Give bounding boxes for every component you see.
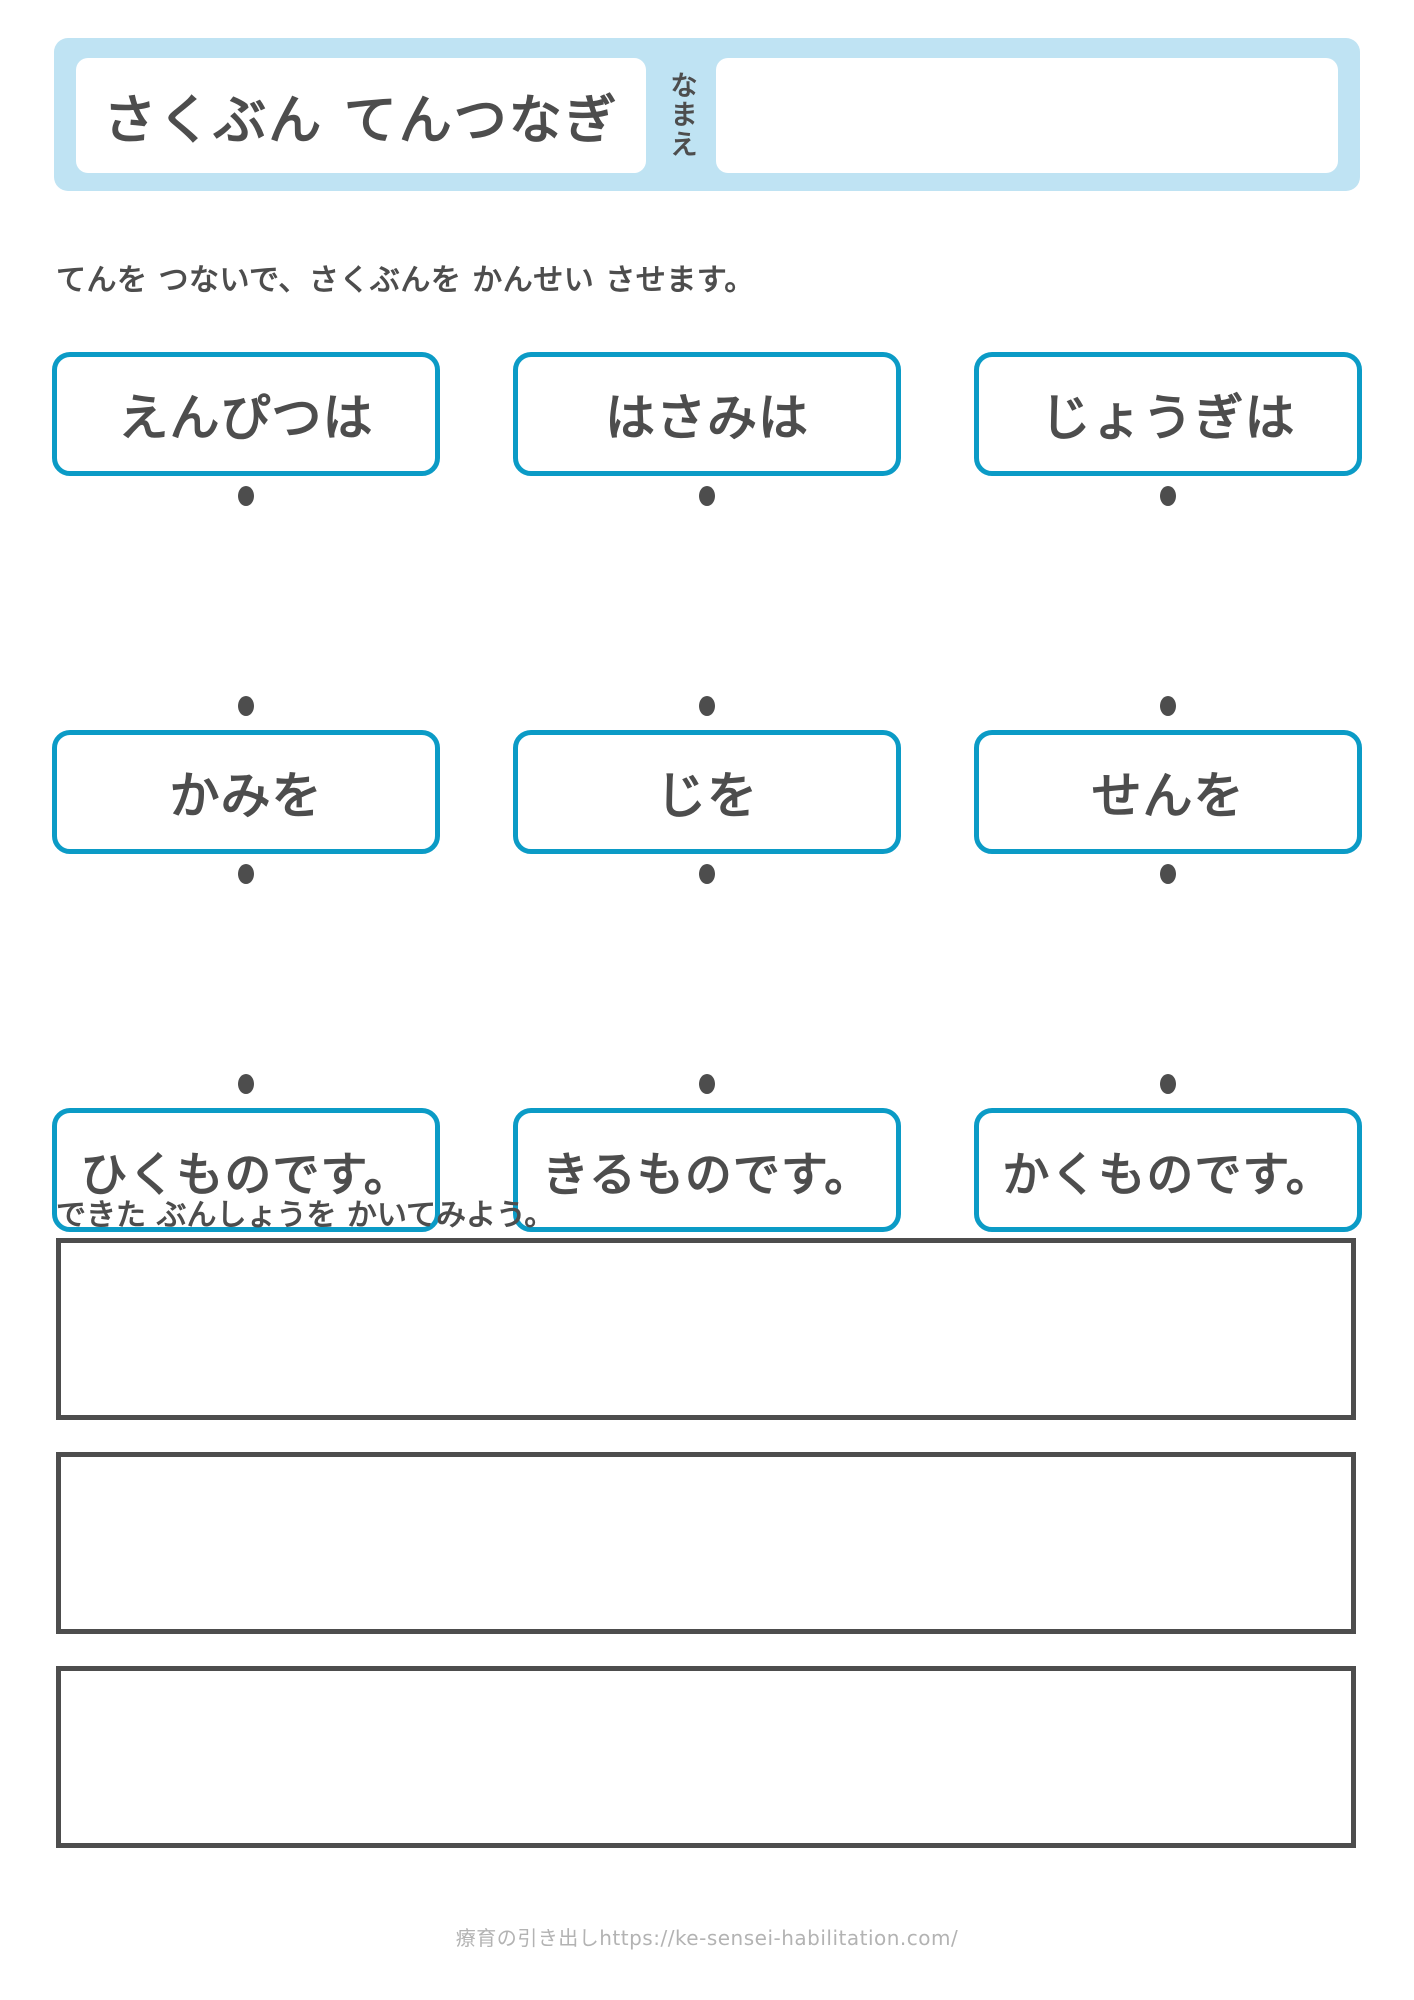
connector-dot[interactable] [1160, 1074, 1176, 1094]
grid-cell: じを [513, 696, 901, 884]
title-box: さくぶん てんつなぎ [76, 58, 646, 173]
write-section-label: できた ぶんしょうを かいてみよう。 [56, 1198, 555, 1233]
connector-dot[interactable] [699, 1074, 715, 1094]
grid-cell: かくものです。 [974, 1074, 1362, 1232]
connect-grid: えんぴつは はさみは じょうぎは かみを [0, 352, 1414, 1232]
name-input[interactable] [716, 58, 1338, 173]
connector-dot[interactable] [238, 1074, 254, 1094]
sentence-input-1[interactable] [56, 1238, 1356, 1420]
footer: 療育の引き出しhttps://ke-sensei-habilitation.co… [0, 1922, 1414, 1951]
grid-row-1: えんぴつは はさみは じょうぎは [52, 352, 1362, 506]
word-label: じを [656, 767, 758, 825]
instruction-text: てんを つないで、さくぶんを かんせい させます。 [56, 263, 755, 298]
connector-dot[interactable] [1160, 864, 1176, 884]
word-label: えんぴつは [118, 389, 374, 447]
word-box-predicate-2[interactable]: きるものです。 [513, 1108, 901, 1232]
row-spacer [0, 476, 1414, 730]
page-title: さくぶん てんつなぎ [103, 89, 619, 151]
name-label: な ま え [662, 60, 706, 172]
word-box-predicate-3[interactable]: かくものです。 [974, 1108, 1362, 1232]
word-label: せんを [1091, 767, 1245, 825]
connector-dot[interactable] [238, 486, 254, 506]
word-box-object-2[interactable]: じを [513, 730, 901, 854]
word-label: かみを [169, 767, 323, 825]
name-input-value [716, 58, 1338, 118]
grid-cell: じょうぎは [974, 352, 1362, 506]
connector-dot[interactable] [238, 864, 254, 884]
name-label-char-1: な [670, 71, 698, 103]
name-label-char-2: ま [670, 100, 698, 132]
grid-cell: はさみは [513, 352, 901, 506]
grid-cell: せんを [974, 696, 1362, 884]
sentence-value-2 [61, 1457, 1351, 1497]
grid-cell: かみを [52, 696, 440, 884]
name-label-char-3: え [670, 129, 698, 161]
sentence-input-3[interactable] [56, 1666, 1356, 1848]
connector-dot[interactable] [699, 486, 715, 506]
grid-row-3: ひくものです。 きるものです。 かくものです。 [52, 1074, 1362, 1232]
row-spacer [0, 854, 1414, 1108]
word-label: ひくものです。 [80, 1147, 412, 1203]
grid-cell: えんぴつは [52, 352, 440, 506]
word-label: かくものです。 [1002, 1147, 1334, 1203]
footer-credit: 療育の引き出し [455, 1926, 600, 1950]
word-box-object-1[interactable]: かみを [52, 730, 440, 854]
connector-dot[interactable] [699, 864, 715, 884]
footer-url[interactable]: https://ke-sensei-habilitation.com/ [599, 1926, 959, 1950]
connector-dot[interactable] [1160, 696, 1176, 716]
word-label: はさみは [605, 389, 809, 447]
header-band: さくぶん てんつなぎ な ま え [54, 38, 1360, 191]
grid-cell: ひくものです。 [52, 1074, 440, 1232]
sentence-value-3 [61, 1671, 1351, 1711]
sentence-value-1 [61, 1243, 1351, 1283]
word-label: きるものです。 [541, 1147, 873, 1203]
connector-dot[interactable] [1160, 486, 1176, 506]
word-box-subject-2[interactable]: はさみは [513, 352, 901, 476]
grid-cell: きるものです。 [513, 1074, 901, 1232]
connector-dot[interactable] [238, 696, 254, 716]
word-box-subject-1[interactable]: えんぴつは [52, 352, 440, 476]
word-label: じょうぎは [1040, 389, 1296, 447]
sentence-input-2[interactable] [56, 1452, 1356, 1634]
word-box-predicate-1[interactable]: ひくものです。 [52, 1108, 440, 1232]
word-box-subject-3[interactable]: じょうぎは [974, 352, 1362, 476]
word-box-object-3[interactable]: せんを [974, 730, 1362, 854]
connector-dot[interactable] [699, 696, 715, 716]
grid-row-2: かみを じを せんを [52, 696, 1362, 884]
